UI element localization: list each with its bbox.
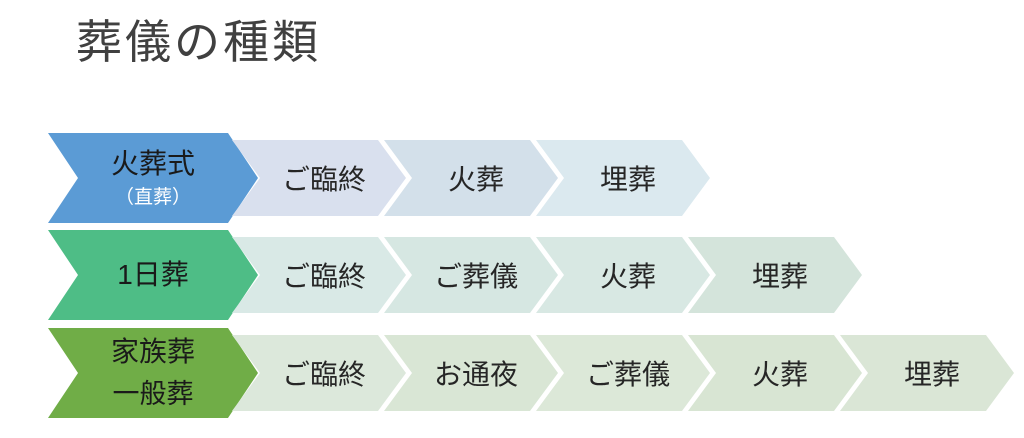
process-row-3-step-chevron: ご葬儀	[536, 335, 710, 411]
slide-title: 葬儀の種類	[76, 16, 321, 68]
process-row-1-lead-chevron: 火葬式 （直葬）	[48, 133, 258, 223]
step-label: ご臨終	[281, 261, 366, 292]
process-row-3-lead-chevron: 家族葬一般葬	[48, 328, 258, 418]
process-row-3-step-chevron: お通夜	[384, 335, 558, 411]
step-label: 火葬	[447, 164, 504, 195]
lead-label: 家族葬	[110, 336, 195, 367]
step-label: 火葬	[751, 359, 808, 390]
process-row-2-step-chevron: 火葬	[536, 237, 710, 313]
process-row-3-step-chevron: 火葬	[688, 335, 862, 411]
process-row-2-lead-chevron: 1日葬	[48, 230, 258, 320]
process-row-1-step-chevron: ご臨終	[232, 140, 406, 216]
process-row-3-step-chevron: ご臨終	[232, 335, 406, 411]
step-label: ご葬儀	[433, 261, 518, 292]
step-label: ご臨終	[281, 164, 366, 195]
step-label: 埋葬	[751, 261, 808, 292]
process-row-1-step-chevron: 火葬	[384, 140, 558, 216]
step-label: お通夜	[433, 359, 518, 390]
step-label: 埋葬	[599, 164, 656, 195]
step-label: ご葬儀	[585, 359, 670, 390]
process-row-2-step-chevron: ご葬儀	[384, 237, 558, 313]
lead-label: 火葬式	[110, 148, 195, 179]
process-row-2-step-chevron: ご臨終	[232, 237, 406, 313]
lead-sublabel: 一般葬	[112, 379, 194, 409]
lead-label: 1日葬	[117, 259, 189, 290]
step-label: 埋葬	[903, 359, 960, 390]
step-label: ご臨終	[281, 359, 366, 390]
process-row-1-step-chevron: 埋葬	[536, 140, 710, 216]
process-row-2-step-chevron: 埋葬	[688, 237, 862, 313]
lead-sublabel: （直葬）	[114, 187, 191, 208]
step-label: 火葬	[599, 261, 656, 292]
process-row-3-step-chevron: 埋葬	[840, 335, 1014, 411]
